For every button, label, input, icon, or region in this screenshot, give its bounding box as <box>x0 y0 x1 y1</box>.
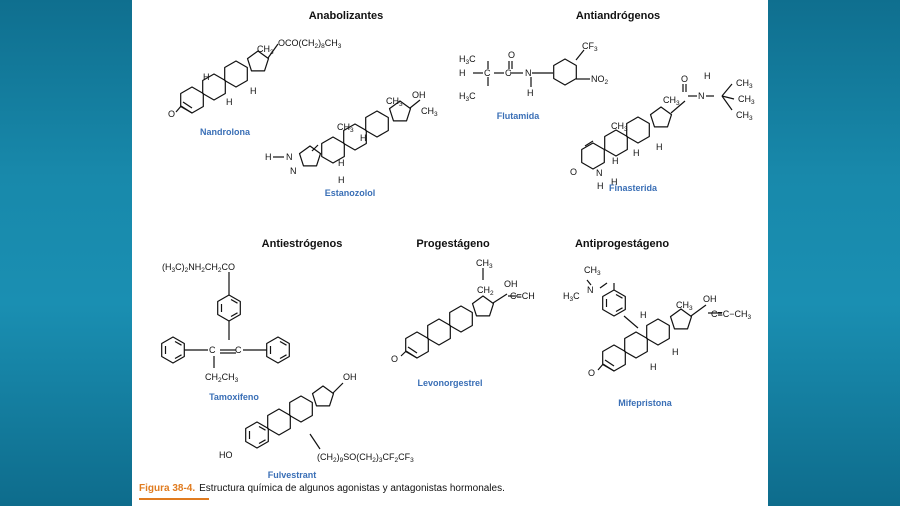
atom-o: O <box>570 167 577 177</box>
fulvestrant-structure <box>245 382 344 450</box>
label-mifepristona: Mifepristona <box>618 398 672 408</box>
atom-cf3: CF3 <box>582 41 598 53</box>
atom-h: H <box>338 175 345 185</box>
atom-c: C <box>484 68 491 78</box>
atom-o: O <box>508 50 515 60</box>
label-nandrolona: Nandrolona <box>200 127 251 137</box>
atom-h: H <box>597 181 604 191</box>
ester-group: OCO(CH2)8CH3 <box>278 38 342 50</box>
atom-h: H <box>250 86 257 96</box>
atom-h: H <box>650 362 657 372</box>
atom-ethyl: CH2CH3 <box>205 372 239 384</box>
atom-h3c: H3C <box>459 91 476 103</box>
atom-ch3: CH3 <box>736 110 753 122</box>
caption-label: Figura 38-4. <box>139 483 196 494</box>
atom-o: O <box>681 74 688 84</box>
atom-h: H <box>459 68 466 78</box>
atom-ch3: CH3 <box>736 78 753 90</box>
atom-ch3: CH3 <box>257 44 274 56</box>
atom-n: N <box>286 152 293 162</box>
atom-oh: OH <box>412 90 426 100</box>
atom-n: N <box>596 168 603 178</box>
atom-h: H <box>338 158 345 168</box>
nandrolona-structure <box>175 43 279 114</box>
atom-ch3: CH3 <box>386 96 403 108</box>
atom-h: H <box>704 71 711 81</box>
atom-n: N <box>587 285 594 295</box>
atom-oh: OH <box>703 294 717 304</box>
label-fulvestrant: Fulvestrant <box>268 470 317 480</box>
atom-h: H <box>656 142 663 152</box>
section-antiandrogen: Antiandrógenos <box>576 10 660 22</box>
section-antiestrogen: Antiestrógenos <box>262 238 343 250</box>
atom-n: N <box>290 166 297 176</box>
alkyne-group: C≡C−CH3 <box>711 309 752 321</box>
caption-text: Estructura química de algunos agonistas … <box>199 483 505 494</box>
atom-h: H <box>360 133 367 143</box>
atom-o: O <box>391 354 398 364</box>
atom-h: H <box>633 148 640 158</box>
atom-h: H <box>612 156 619 166</box>
atom-ch3: CH3 <box>476 258 493 270</box>
atom-n: N <box>698 91 705 101</box>
atom-ch3: CH3 <box>584 265 601 277</box>
atom-ch3: CH3 <box>676 300 693 312</box>
label-tamoxifeno: Tamoxifeno <box>209 392 259 402</box>
flutamida-structure <box>473 49 590 87</box>
chemical-structures: Anabolizantes Antiandrógenos Antiestróge… <box>161 10 755 480</box>
atom-ch2: CH2 <box>477 285 494 297</box>
atom-h: H <box>226 97 233 107</box>
mifepristona-structure <box>597 282 722 372</box>
side-chain: (H3C)2NH2CH2CO <box>162 262 235 274</box>
section-anabolic: Anabolizantes <box>309 10 384 22</box>
atom-n: N <box>525 68 532 78</box>
caption-underline <box>139 498 209 500</box>
atom-h: H <box>527 88 534 98</box>
section-progestagen: Progestágeno <box>416 238 490 250</box>
atom-h: H <box>265 152 272 162</box>
tamoxifeno-structure <box>161 272 290 368</box>
atom-h: H <box>672 347 679 357</box>
alkyne-group: C≡CH <box>510 291 535 301</box>
atom-o: O <box>168 109 175 119</box>
atom-h3c: H3C <box>563 291 580 303</box>
atom-c: C <box>209 345 216 355</box>
section-antiprogestagen: Antiprogestágeno <box>575 238 669 250</box>
label-finasterida: Finasterida <box>609 183 658 193</box>
atom-h3c: H3C <box>459 54 476 66</box>
atom-ho: HO <box>219 450 233 460</box>
atom-oh: OH <box>504 279 518 289</box>
atom-o: O <box>588 368 595 378</box>
levonorgestrel-structure <box>400 268 518 359</box>
atom-c: C <box>235 345 242 355</box>
finasterida-structure <box>581 83 735 170</box>
label-estanozolol: Estanozolol <box>325 188 376 198</box>
atom-ch3: CH3 <box>421 106 438 118</box>
atom-ch3: CH3 <box>611 121 628 133</box>
figure-panel: Anabolizantes Antiandrógenos Antiestróge… <box>132 0 768 506</box>
label-levonorgestrel: Levonorgestrel <box>417 378 482 388</box>
atom-h: H <box>640 310 647 320</box>
side-chain: (CH2)9SO(CH2)3CF2CF3 <box>317 452 414 464</box>
atom-h: H <box>611 177 618 187</box>
atom-no2: NO2 <box>591 74 609 86</box>
atom-ch3: CH3 <box>337 122 354 134</box>
figure-caption: Figura 38-4.Estructura química de alguno… <box>139 483 505 494</box>
atom-c: C <box>505 68 512 78</box>
label-flutamida: Flutamida <box>497 111 540 121</box>
atom-ch3: CH3 <box>738 94 755 106</box>
estanozolol-structure <box>298 99 421 167</box>
atom-h: H <box>203 72 210 82</box>
atom-oh: OH <box>343 372 357 382</box>
atom-ch3: CH3 <box>663 95 680 107</box>
